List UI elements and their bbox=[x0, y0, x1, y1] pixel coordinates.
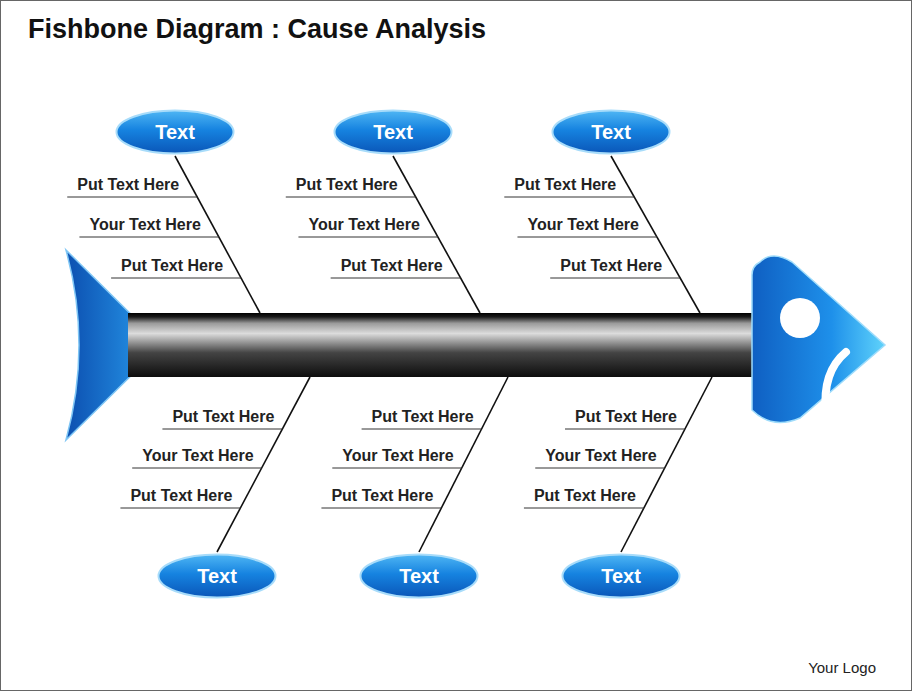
fish-bone bbox=[611, 156, 700, 313]
label-underline bbox=[79, 237, 218, 238]
cause-category-oval: Text bbox=[333, 109, 453, 155]
fish-bone bbox=[419, 377, 508, 552]
category-text: Text bbox=[561, 553, 681, 599]
cause-label: Put Text Here bbox=[121, 256, 223, 276]
logo-text: Your Logo bbox=[808, 659, 876, 677]
label-underline bbox=[132, 468, 261, 469]
cause-category-oval: Text bbox=[359, 553, 479, 599]
cause-label: Put Text Here bbox=[560, 256, 662, 276]
label-underline bbox=[332, 468, 461, 469]
category-text: Text bbox=[333, 109, 453, 155]
fish-bone bbox=[175, 156, 260, 313]
label-underline bbox=[517, 237, 656, 238]
cause-label: Put Text Here bbox=[341, 256, 443, 276]
label-underline bbox=[331, 278, 461, 279]
category-text: Text bbox=[157, 553, 277, 599]
category-text: Text bbox=[359, 553, 479, 599]
category-text: Text bbox=[115, 109, 235, 155]
label-underline bbox=[550, 278, 680, 279]
cause-label: Put Text Here bbox=[172, 407, 274, 427]
cause-category-oval: Text bbox=[157, 553, 277, 599]
fish-spine bbox=[128, 313, 762, 377]
cause-label: Put Text Here bbox=[372, 407, 474, 427]
cause-label: Your Text Here bbox=[527, 215, 638, 235]
label-underline bbox=[120, 508, 240, 509]
cause-category-oval: Text bbox=[115, 109, 235, 155]
cause-label: Put Text Here bbox=[534, 486, 636, 506]
cause-label: Your Text Here bbox=[142, 446, 253, 466]
label-underline bbox=[565, 429, 685, 430]
fish-bone bbox=[393, 156, 480, 313]
cause-label: Put Text Here bbox=[77, 175, 179, 195]
label-underline bbox=[162, 429, 282, 430]
category-text: Text bbox=[551, 109, 671, 155]
label-underline bbox=[504, 197, 634, 198]
label-underline bbox=[362, 429, 482, 430]
diagram-title: Fishbone Diagram : Cause Analysis bbox=[28, 12, 486, 46]
cause-label: Put Text Here bbox=[514, 175, 616, 195]
label-underline bbox=[111, 278, 241, 279]
fish-bone bbox=[621, 377, 712, 552]
cause-category-oval: Text bbox=[551, 109, 671, 155]
cause-label: Your Text Here bbox=[545, 446, 656, 466]
fish-mouth bbox=[825, 352, 846, 412]
cause-label: Put Text Here bbox=[130, 486, 232, 506]
cause-label: Put Text Here bbox=[331, 486, 433, 506]
label-underline bbox=[286, 197, 416, 198]
label-underline bbox=[321, 508, 441, 509]
label-underline bbox=[524, 508, 644, 509]
fish-eye bbox=[780, 298, 820, 338]
label-underline bbox=[535, 468, 664, 469]
cause-label: Put Text Here bbox=[296, 175, 398, 195]
label-underline bbox=[67, 197, 197, 198]
cause-label: Put Text Here bbox=[575, 407, 677, 427]
fish-head bbox=[752, 256, 885, 423]
cause-label: Your Text Here bbox=[342, 446, 453, 466]
cause-category-oval: Text bbox=[561, 553, 681, 599]
fish-bone bbox=[217, 377, 310, 552]
label-underline bbox=[298, 237, 437, 238]
cause-label: Your Text Here bbox=[89, 215, 200, 235]
cause-label: Your Text Here bbox=[308, 215, 419, 235]
